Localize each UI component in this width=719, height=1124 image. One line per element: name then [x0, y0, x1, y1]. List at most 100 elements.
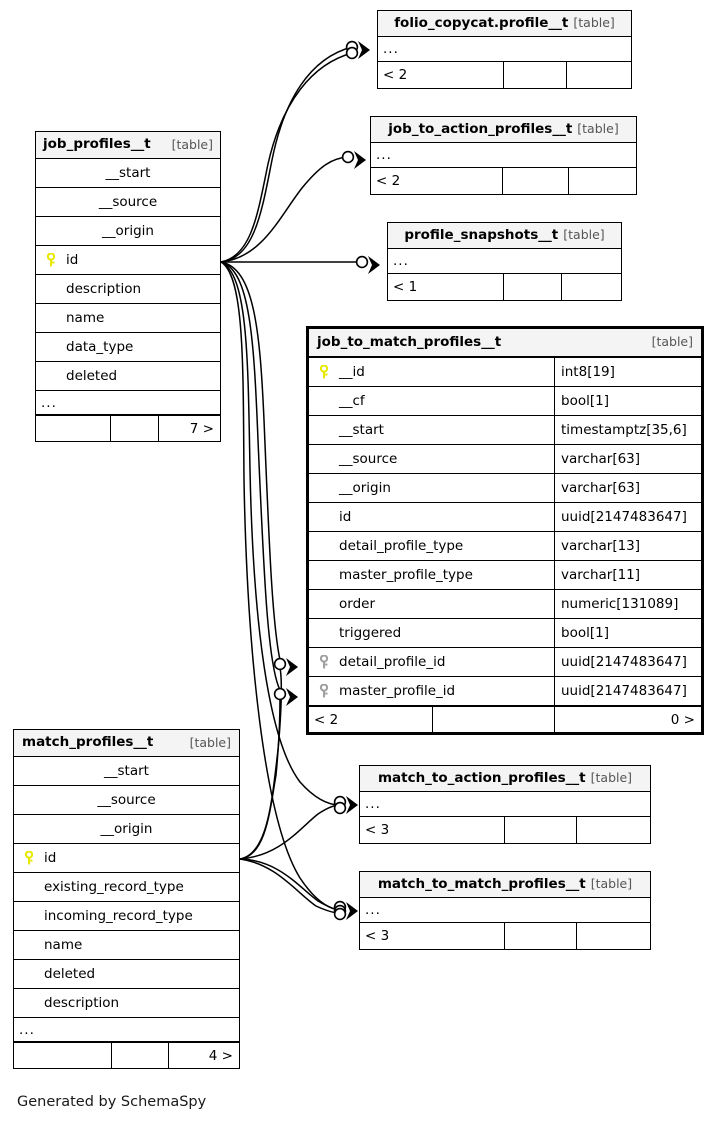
- table-title: job_profiles__t: [43, 136, 151, 153]
- table-job-to-match-profiles[interactable]: job_to_match_profiles__t [table] __id in…: [306, 326, 704, 735]
- column-row[interactable]: __source varchar[63]: [309, 445, 701, 474]
- column-name: __origin: [100, 821, 153, 837]
- column-name: __source: [98, 194, 158, 210]
- column-name: __start: [105, 165, 151, 181]
- footer-middle-cell: [112, 1043, 169, 1068]
- column-row-foreign-key[interactable]: detail_profile_id uuid[2147483647]: [309, 648, 701, 677]
- column-row-primary-key[interactable]: id: [14, 844, 239, 873]
- column-row[interactable]: name: [36, 304, 220, 333]
- footer-left-count: < 2: [378, 62, 504, 88]
- primary-key-icon: [319, 365, 329, 379]
- footer-right-cell: [569, 168, 636, 194]
- column-row-foreign-key[interactable]: master_profile_id uuid[2147483647]: [309, 677, 701, 706]
- table-profile-snapshots[interactable]: profile_snapshots__t [table] ... < 1: [387, 222, 622, 301]
- table-title: match_to_match_profiles__t: [377, 875, 586, 892]
- column-name: master_profile_id: [339, 683, 456, 699]
- column-row[interactable]: __origin: [14, 815, 239, 844]
- table-header-job-profiles: job_profiles__t [table]: [36, 132, 220, 159]
- column-name: existing_record_type: [44, 879, 184, 895]
- collapsed-columns-row: ...: [371, 143, 636, 168]
- column-type: bool[1]: [561, 393, 609, 409]
- column-row[interactable]: description: [14, 989, 239, 1018]
- collapsed-columns-row: ...: [360, 792, 650, 817]
- column-name: __origin: [102, 223, 154, 239]
- collapsed-columns-row: ...: [378, 37, 631, 62]
- ellipsis-label: ...: [365, 796, 381, 812]
- column-row[interactable]: __cf bool[1]: [309, 387, 701, 416]
- table-footer-profile-snapshots: < 1: [388, 274, 621, 300]
- column-type: uuid[2147483647]: [561, 654, 687, 670]
- column-type: varchar[13]: [561, 538, 641, 554]
- column-name: data_type: [66, 339, 134, 355]
- table-footer-folio-copycat-profile: < 2: [378, 62, 631, 88]
- more-columns-row: ...: [36, 391, 220, 415]
- column-name: triggered: [339, 625, 402, 641]
- ellipsis-label: ...: [376, 147, 392, 163]
- column-row[interactable]: __source: [14, 786, 239, 815]
- column-row[interactable]: order numeric[131089]: [309, 590, 701, 619]
- table-match-profiles[interactable]: match_profiles__t [table] __start __sour…: [13, 729, 240, 1069]
- column-type: int8[19]: [561, 364, 615, 380]
- footer-right-cell: [562, 274, 621, 300]
- table-job-to-action-profiles[interactable]: job_to_action_profiles__t [table] ... < …: [370, 116, 637, 195]
- column-row[interactable]: deleted: [14, 960, 239, 989]
- column-name: name: [66, 310, 105, 326]
- column-type: varchar[11]: [561, 567, 641, 583]
- table-title: job_to_action_profiles__t: [388, 120, 573, 137]
- column-type: varchar[63]: [561, 480, 641, 496]
- table-type-tag: [table]: [577, 121, 619, 137]
- collapsed-columns-row: ...: [388, 249, 621, 274]
- column-row[interactable]: __start timestamptz[35,6]: [309, 416, 701, 445]
- table-footer-job-profiles: 7 >: [36, 415, 220, 441]
- table-title: profile_snapshots__t: [404, 226, 559, 243]
- ellipsis-label: ...: [41, 394, 57, 411]
- column-row[interactable]: __origin: [36, 217, 220, 246]
- column-row[interactable]: __source: [36, 188, 220, 217]
- table-header-match-profiles: match_profiles__t [table]: [14, 730, 239, 757]
- table-footer-match-to-action-profiles: < 3: [360, 817, 650, 843]
- table-match-to-action-profiles[interactable]: match_to_action_profiles__t [table] ... …: [359, 765, 651, 844]
- table-type-tag: [table]: [590, 876, 633, 892]
- column-name: id: [339, 509, 352, 525]
- footer-left-count: [36, 416, 111, 441]
- column-row[interactable]: __start: [14, 757, 239, 786]
- table-job-profiles[interactable]: job_profiles__t [table] __start __source…: [35, 131, 221, 442]
- column-type: bool[1]: [561, 625, 609, 641]
- table-match-to-match-profiles[interactable]: match_to_match_profiles__t [table] ... <…: [359, 871, 651, 950]
- column-type: varchar[63]: [561, 451, 641, 467]
- table-type-tag: [table]: [573, 15, 615, 31]
- table-footer-job-to-match-profiles: < 2 0 >: [309, 706, 701, 732]
- table-type-tag: [table]: [651, 334, 693, 350]
- column-row[interactable]: master_profile_type varchar[11]: [309, 561, 701, 590]
- column-row[interactable]: triggered bool[1]: [309, 619, 701, 648]
- column-name: deleted: [66, 368, 118, 384]
- column-row-primary-key[interactable]: id: [36, 246, 220, 275]
- table-header-folio-copycat-profile: folio_copycat.profile__t [table]: [378, 11, 631, 37]
- column-row[interactable]: existing_record_type: [14, 873, 239, 902]
- column-row[interactable]: data_type: [36, 333, 220, 362]
- column-row[interactable]: name: [14, 931, 239, 960]
- column-name: incoming_record_type: [44, 908, 193, 924]
- footer-middle-cell: [505, 923, 577, 949]
- generated-by-note: Generated by SchemaSpy: [17, 1094, 207, 1110]
- primary-key-icon: [46, 253, 56, 267]
- column-row-primary-key[interactable]: __id int8[19]: [309, 358, 701, 387]
- column-name: description: [44, 995, 120, 1011]
- column-row[interactable]: incoming_record_type: [14, 902, 239, 931]
- column-row[interactable]: __start: [36, 159, 220, 188]
- table-folio-copycat-profile[interactable]: folio_copycat.profile__t [table] ... < 2: [377, 10, 632, 89]
- primary-key-icon: [24, 851, 34, 865]
- footer-right-count: 4 >: [208, 1047, 233, 1064]
- column-row[interactable]: detail_profile_type varchar[13]: [309, 532, 701, 561]
- column-row[interactable]: deleted: [36, 362, 220, 391]
- column-row[interactable]: description: [36, 275, 220, 304]
- column-name: id: [44, 850, 57, 866]
- footer-right-cell: [567, 62, 631, 88]
- column-row[interactable]: id uuid[2147483647]: [309, 503, 701, 532]
- table-title: folio_copycat.profile__t: [394, 14, 569, 31]
- footer-middle-cell: [505, 817, 577, 843]
- column-row[interactable]: __origin varchar[63]: [309, 474, 701, 503]
- table-header-job-to-match-profiles: job_to_match_profiles__t [table]: [309, 329, 701, 358]
- footer-middle-cell: [433, 707, 555, 732]
